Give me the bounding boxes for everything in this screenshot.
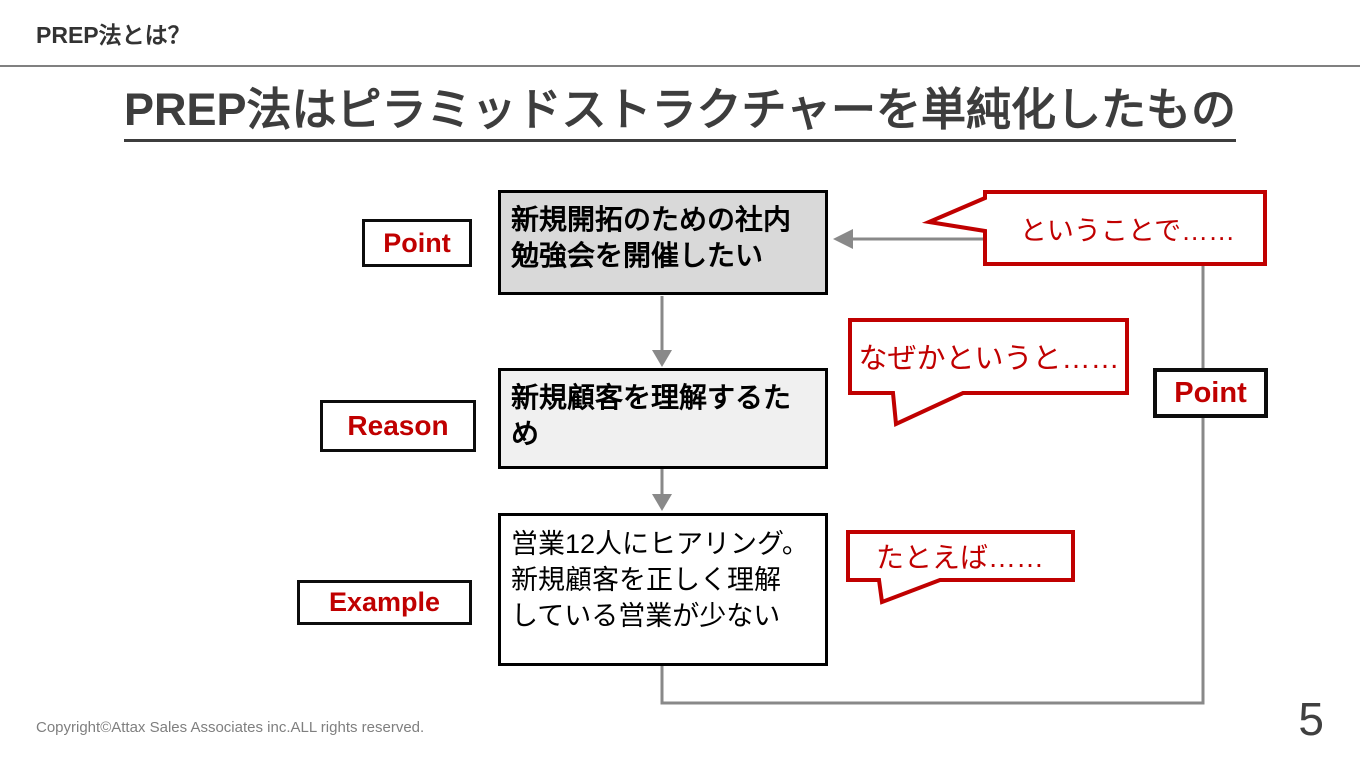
arrowhead-left-icon xyxy=(833,229,853,249)
content-box-reason: 新規顧客を理解するた め xyxy=(498,368,828,469)
main-title: PREP法はピラミッドストラクチャーを単純化したもの xyxy=(123,84,1237,142)
right-point-label: Point xyxy=(1153,368,1268,418)
footer-copyright: Copyright©Attax Sales Associates inc.ALL… xyxy=(36,719,425,736)
callout-text-1: ということで…… xyxy=(1019,215,1236,246)
callout-text-2: なぜかというと…… xyxy=(858,343,1120,375)
label-box-point: Point xyxy=(362,219,472,267)
label-box-reason: Reason xyxy=(320,400,476,452)
content-box-point: 新規開拓のための社内 勉強会を開催したい xyxy=(498,190,828,295)
header-divider xyxy=(0,65,1360,67)
main-title-wrap: PREP法はピラミッドストラクチャーを単純化したもの xyxy=(0,84,1360,142)
arrowhead-down-icon-1 xyxy=(652,350,672,367)
callout-text-3: たとえば…… xyxy=(875,542,1044,573)
arrowhead-down-icon-2 xyxy=(652,494,672,511)
speech-bubble-1 xyxy=(921,190,1267,266)
speech-bubble-2 xyxy=(848,318,1129,427)
slide-header-title: PREP法とは？ xyxy=(36,22,191,48)
label-box-example: Example xyxy=(297,580,472,625)
page-number: 5 xyxy=(1298,693,1324,745)
content-box-example: 営業12人にヒアリング。 新規顧客を正しく理解 している営業が少ない xyxy=(498,513,828,666)
connector-elbow-line xyxy=(660,262,1205,705)
speech-bubble-3 xyxy=(846,530,1075,605)
